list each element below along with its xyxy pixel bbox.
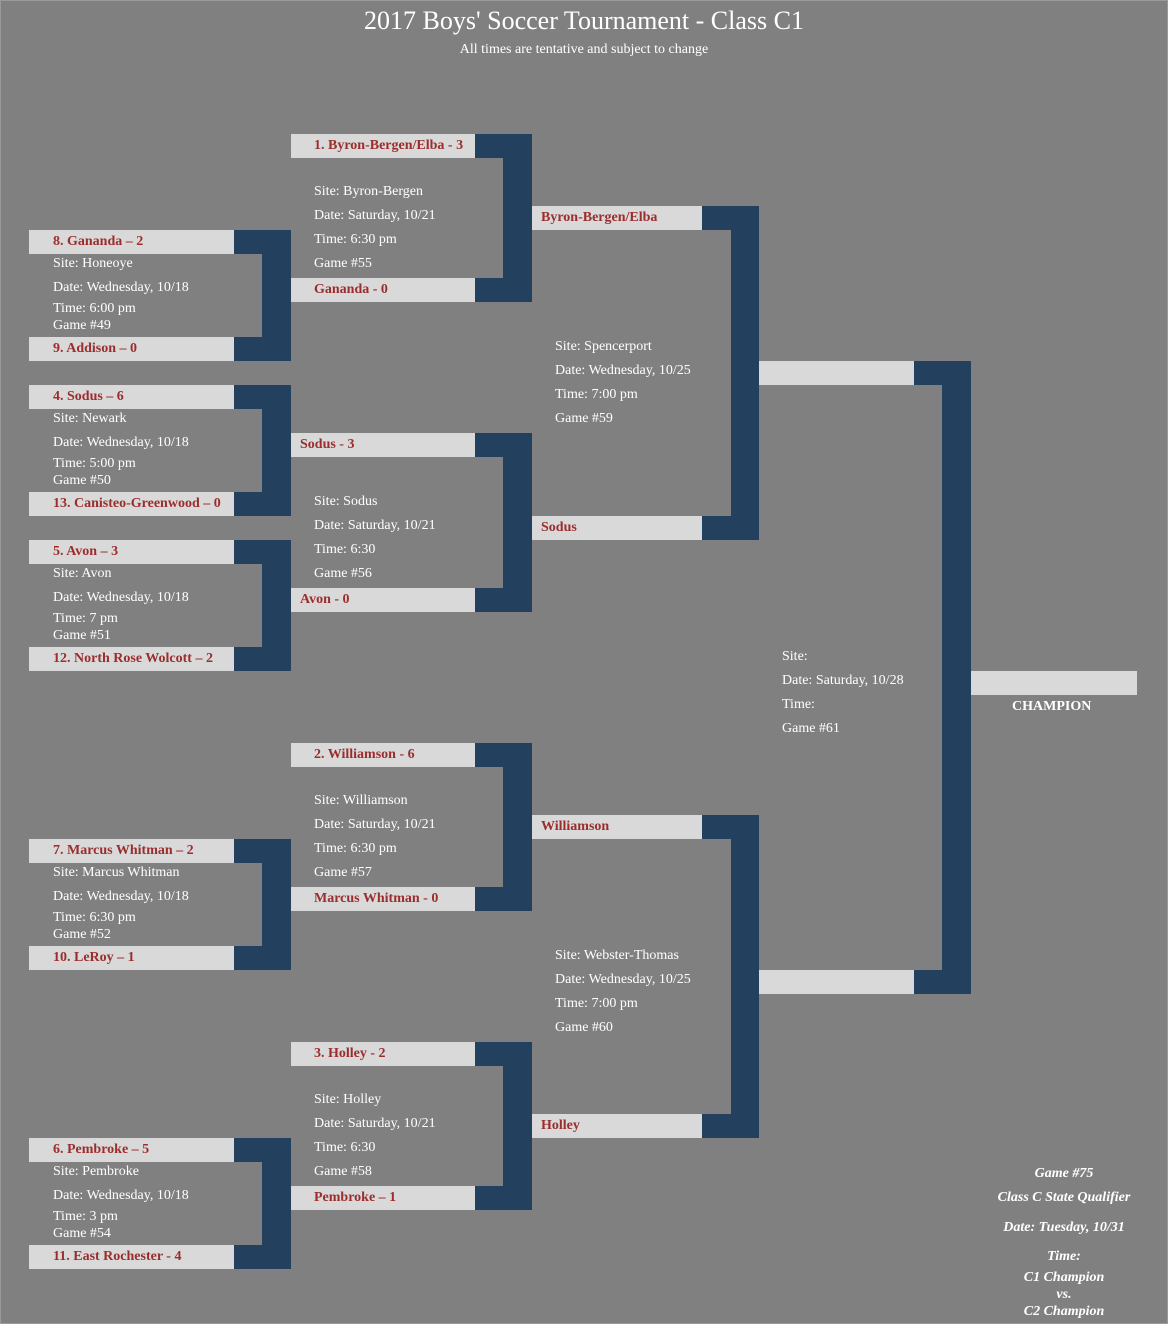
- match-round2-0-bottom-team: Gananda - 0: [291, 278, 475, 302]
- match-round1-0-time: Time: 6:00 pm: [53, 301, 136, 316]
- match-round3-1-connector-vertical: [731, 815, 759, 1138]
- match-round3-1-game: Game #60: [555, 1020, 613, 1035]
- match-round3-1-date: Date: Wednesday, 10/25: [555, 972, 691, 987]
- match-round1-1-site: Site: Newark: [53, 411, 127, 426]
- match-round2-0-game: Game #55: [314, 256, 372, 271]
- match-round2-1-top-team: Sodus - 3: [291, 433, 475, 457]
- match-final-site: Site:: [782, 649, 808, 664]
- state-time: Time:: [1047, 1249, 1081, 1264]
- match-final-bottom-team: [759, 970, 914, 994]
- match-round1-4-bottom-team: 11. East Rochester - 4: [29, 1245, 234, 1269]
- match-round2-1-site: Site: Sodus: [314, 494, 378, 509]
- match-round2-3-date: Date: Saturday, 10/21: [314, 1116, 436, 1131]
- match-round2-1-bottom-team: Avon - 0: [291, 588, 475, 612]
- match-round1-4-date: Date: Wednesday, 10/18: [53, 1188, 189, 1203]
- match-round1-4-time: Time: 3 pm: [53, 1209, 118, 1224]
- match-round2-2-top-team: 2. Williamson - 6: [291, 743, 475, 767]
- match-round2-0-site: Site: Byron-Bergen: [314, 184, 424, 199]
- match-round2-2-time: Time: 6:30 pm: [314, 841, 397, 856]
- match-round1-3-date: Date: Wednesday, 10/18: [53, 889, 189, 904]
- match-round2-1-game: Game #56: [314, 566, 372, 581]
- match-round2-0-date: Date: Saturday, 10/21: [314, 208, 436, 223]
- match-round3-1-top-team: Williamson: [532, 815, 702, 839]
- state-game-number: Game #75: [1034, 1166, 1094, 1181]
- match-round1-3-site: Site: Marcus Whitman: [53, 865, 180, 880]
- match-round2-2-date: Date: Saturday, 10/21: [314, 817, 436, 832]
- match-round1-4-game: Game #54: [53, 1226, 111, 1241]
- match-round1-4-site: Site: Pembroke: [53, 1164, 139, 1179]
- match-round2-3-bottom-team: Pembroke – 1: [291, 1186, 475, 1210]
- match-round1-2-connector-vertical: [262, 540, 291, 671]
- match-round1-3-bottom-team: 10. LeRoy – 1: [29, 946, 234, 970]
- match-round1-2-bottom-team: 12. North Rose Wolcott – 2: [29, 647, 234, 671]
- match-final-time: Time:: [782, 697, 815, 712]
- page-subtitle: All times are tentative and subject to c…: [459, 42, 709, 57]
- match-round3-1-site: Site: Webster-Thomas: [555, 948, 679, 963]
- match-round2-3-time: Time: 6:30: [314, 1140, 376, 1155]
- match-round1-2-date: Date: Wednesday, 10/18: [53, 590, 189, 605]
- match-round1-0-bottom-team: 9. Addison – 0: [29, 337, 234, 361]
- match-round1-3-connector-vertical: [262, 839, 291, 970]
- match-round3-1-bottom-team: Holley: [532, 1114, 702, 1138]
- match-round1-3-top-team: 7. Marcus Whitman – 2: [29, 839, 234, 863]
- match-round1-1-game: Game #50: [53, 473, 111, 488]
- match-round2-2-game: Game #57: [314, 865, 372, 880]
- match-round1-3-game: Game #52: [53, 927, 111, 942]
- match-round3-0-time: Time: 7:00 pm: [555, 387, 638, 402]
- state-date: Date: Tuesday, 10/31: [1003, 1220, 1125, 1235]
- match-round1-2-top-team: 5. Avon – 3: [29, 540, 234, 564]
- match-final-game: Game #61: [782, 721, 840, 736]
- match-round1-0-top-team: 8. Gananda – 2: [29, 230, 234, 254]
- state-team1: C1 Champion: [1023, 1270, 1105, 1285]
- match-round3-0-top-team: Byron-Bergen/Elba: [532, 206, 702, 230]
- champion-slot: [971, 671, 1137, 695]
- match-round2-2-site: Site: Williamson: [314, 793, 408, 808]
- match-round1-1-time: Time: 5:00 pm: [53, 456, 136, 471]
- match-round1-0-site: Site: Honeoye: [53, 256, 133, 271]
- state-vs: vs.: [1056, 1287, 1072, 1302]
- match-final-connector-vertical: [942, 361, 971, 994]
- match-round1-3-time: Time: 6:30 pm: [53, 910, 136, 925]
- match-round3-0-date: Date: Wednesday, 10/25: [555, 363, 691, 378]
- match-round3-1-time: Time: 7:00 pm: [555, 996, 638, 1011]
- match-round1-2-time: Time: 7 pm: [53, 611, 118, 626]
- match-round3-0-bottom-team: Sodus: [532, 516, 702, 540]
- match-round1-0-date: Date: Wednesday, 10/18: [53, 280, 189, 295]
- match-round1-0-connector-vertical: [262, 230, 291, 361]
- match-round2-1-connector-vertical: [503, 433, 532, 612]
- match-round2-1-date: Date: Saturday, 10/21: [314, 518, 436, 533]
- page-title: 2017 Boys' Soccer Tournament - Class C1: [363, 6, 804, 35]
- match-round1-1-connector-vertical: [262, 385, 291, 516]
- match-final-top-team: [759, 361, 914, 385]
- state-qualifier: Class C State Qualifier: [997, 1190, 1131, 1205]
- match-round1-1-bottom-team: 13. Canisteo-Greenwood – 0: [29, 492, 234, 516]
- match-round2-3-site: Site: Holley: [314, 1092, 382, 1107]
- match-round2-2-connector-vertical: [503, 743, 532, 911]
- match-round1-4-connector-vertical: [262, 1138, 291, 1269]
- match-round3-0-game: Game #59: [555, 411, 613, 426]
- match-round2-2-bottom-team: Marcus Whitman - 0: [291, 887, 475, 911]
- match-round1-2-game: Game #51: [53, 628, 111, 643]
- match-round1-1-top-team: 4. Sodus – 6: [29, 385, 234, 409]
- match-final-date: Date: Saturday, 10/28: [782, 673, 904, 688]
- champion-label: CHAMPION: [1012, 699, 1092, 714]
- match-round2-0-connector-vertical: [503, 134, 532, 302]
- match-round1-1-date: Date: Wednesday, 10/18: [53, 435, 189, 450]
- match-round2-3-top-team: 3. Holley - 2: [291, 1042, 475, 1066]
- match-round2-3-connector-vertical: [503, 1042, 532, 1210]
- match-round1-4-top-team: 6. Pembroke – 5: [29, 1138, 234, 1162]
- match-round1-2-site: Site: Avon: [53, 566, 112, 581]
- state-team2: C2 Champion: [1023, 1304, 1105, 1319]
- match-round2-1-time: Time: 6:30: [314, 542, 376, 557]
- match-round2-3-game: Game #58: [314, 1164, 372, 1179]
- match-round2-0-time: Time: 6:30 pm: [314, 232, 397, 247]
- match-round3-0-site: Site: Spencerport: [555, 339, 652, 354]
- match-round2-0-top-team: 1. Byron-Bergen/Elba - 3: [291, 134, 475, 158]
- match-round1-0-game: Game #49: [53, 318, 111, 333]
- match-round3-0-connector-vertical: [731, 206, 759, 540]
